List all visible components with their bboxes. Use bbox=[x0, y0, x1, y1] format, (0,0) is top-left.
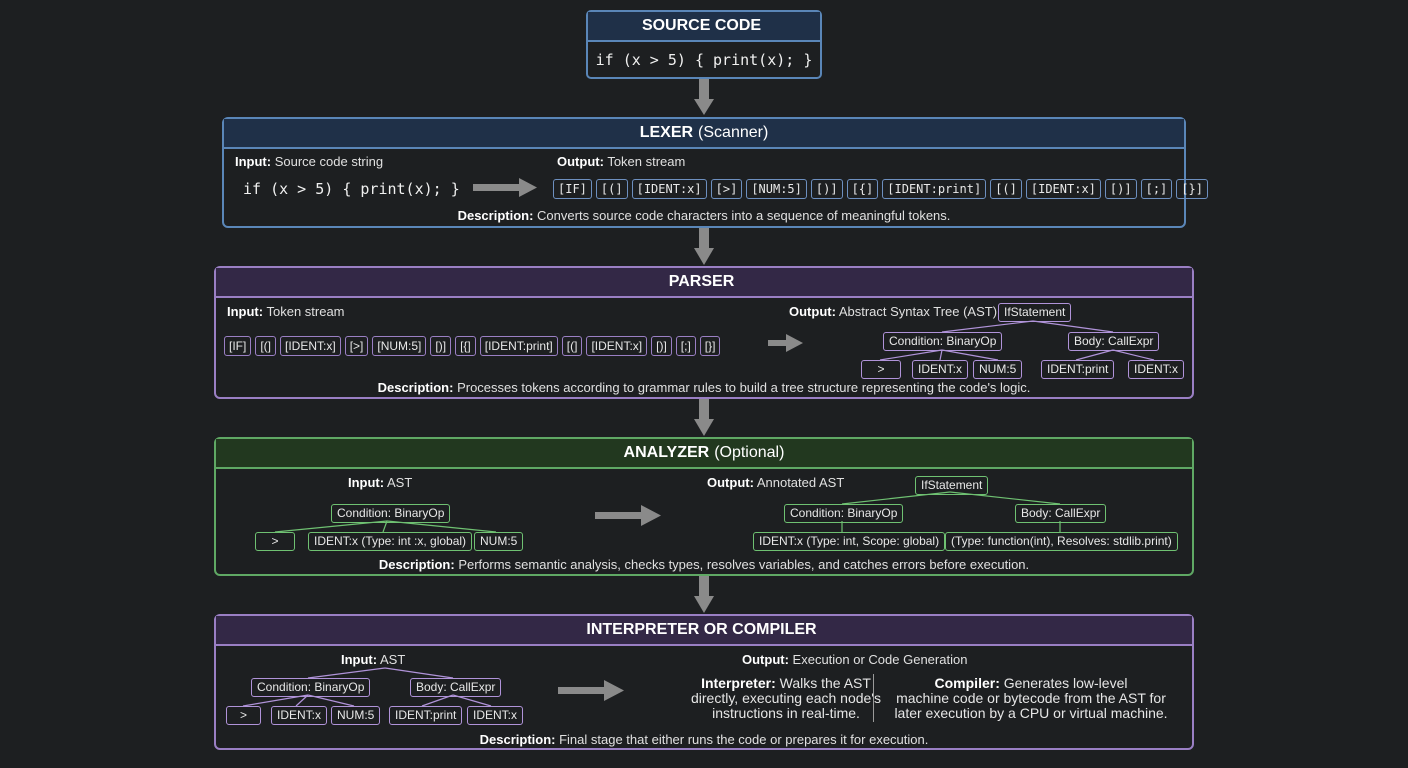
token: [(] bbox=[255, 336, 277, 356]
analyzer-out-node-condition: Condition: BinaryOp bbox=[784, 504, 904, 523]
parser-node-gt: > bbox=[861, 360, 901, 379]
parser-token-stream: [IF][(][IDENT:x][>][NUM:5][)][{][IDENT:p… bbox=[224, 336, 721, 356]
parser-title: PARSER bbox=[216, 268, 1192, 298]
analyzer-output-label: Output: Annotated AST bbox=[707, 475, 845, 490]
token: [{] bbox=[846, 179, 879, 199]
interp-node-body: Body: CallExpr bbox=[410, 678, 502, 697]
analyzer-in-node-num5: NUM:5 bbox=[474, 532, 524, 551]
interpreter-compiler-title: INTERPRETER OR COMPILER bbox=[216, 616, 1192, 646]
token: [IDENT:print] bbox=[882, 179, 987, 199]
parser-node-num5: NUM:5 bbox=[973, 360, 1023, 379]
output-divider bbox=[873, 674, 874, 722]
token: [IDENT:x] bbox=[280, 336, 341, 356]
analyzer-input-label: Input: AST bbox=[348, 475, 413, 490]
token: [NUM:5] bbox=[372, 336, 427, 356]
lexer-token-stream: [IF][(][IDENT:x][>][NUM:5][)][{][IDENT:p… bbox=[553, 179, 1208, 199]
interpreter-compiler-panel: INTERPRETER OR COMPILER Input: AST Outpu… bbox=[214, 614, 1194, 750]
analyzer-panel: ANALYZER(Optional) Input: AST Output: An… bbox=[214, 437, 1194, 576]
token: [}] bbox=[1176, 179, 1208, 199]
source-code-title: SOURCE CODE bbox=[588, 12, 820, 42]
token: [}] bbox=[699, 336, 721, 356]
analyzer-description: Description: Performs semantic analysis,… bbox=[378, 557, 1030, 572]
interp-node-gt: > bbox=[226, 706, 261, 725]
parser-node-identx2: IDENT:x bbox=[1128, 360, 1185, 379]
lexer-title: LEXER(Scanner) bbox=[224, 119, 1184, 149]
interp-node-identx2: IDENT:x bbox=[467, 706, 524, 725]
analyzer-in-node-gt: > bbox=[255, 532, 295, 551]
parser-description: Description: Processes tokens according … bbox=[377, 380, 1031, 395]
parser-output-label: Output: Abstract Syntax Tree (AST) bbox=[789, 304, 998, 319]
interpreter-text: Interpreter: Walks the AST directly, exe… bbox=[691, 675, 881, 721]
analyzer-title: ANALYZER(Optional) bbox=[216, 439, 1192, 469]
interp-input-label: Input: AST bbox=[341, 652, 406, 667]
interp-output-label: Output: Execution or Code Generation bbox=[742, 652, 968, 667]
parser-node-identprint: IDENT:print bbox=[1041, 360, 1115, 379]
token: [IDENT:x] bbox=[631, 179, 707, 199]
parser-node-condition: Condition: BinaryOp bbox=[883, 332, 1003, 351]
token: [;] bbox=[675, 336, 696, 356]
token: [IDENT:print] bbox=[479, 336, 558, 356]
token: [)] bbox=[651, 336, 672, 356]
token: [)] bbox=[430, 336, 452, 356]
token: [NUM:5] bbox=[746, 179, 807, 199]
token: [(] bbox=[990, 179, 1022, 199]
token: [{] bbox=[455, 336, 476, 356]
analyzer-out-node-ifstatement: IfStatement bbox=[915, 476, 989, 495]
interp-node-identprint: IDENT:print bbox=[389, 706, 463, 725]
lexer-source-code: if (x > 5) { print(x); } bbox=[243, 180, 460, 198]
parser-input-label: Input: Token stream bbox=[227, 304, 345, 319]
lexer-description: Description: Converts source code charac… bbox=[457, 208, 951, 223]
parser-node-identx: IDENT:x bbox=[912, 360, 969, 379]
parser-node-ifstatement: IfStatement bbox=[998, 303, 1072, 322]
source-code-panel: SOURCE CODE if (x > 5) { print(x); } bbox=[586, 10, 822, 79]
lexer-input-label: Input: Source code string bbox=[235, 154, 384, 169]
analyzer-out-node-body: Body: CallExpr bbox=[1015, 504, 1107, 523]
analyzer-out-node-call: (Type: function(int), Resolves: stdlib.p… bbox=[945, 532, 1178, 551]
token: [>] bbox=[710, 179, 743, 199]
token: [IDENT:x] bbox=[1025, 179, 1101, 199]
analyzer-out-node-identx: IDENT:x (Type: int, Scope: global) bbox=[753, 532, 946, 551]
interp-node-num5: NUM:5 bbox=[331, 706, 381, 725]
compiler-text: Compiler: Generates low-level machine co… bbox=[894, 675, 1168, 721]
source-code-text: if (x > 5) { print(x); } bbox=[595, 51, 813, 69]
lexer-panel: LEXER(Scanner) Input: Source code string… bbox=[222, 117, 1208, 228]
token: [)] bbox=[810, 179, 843, 199]
token: [(] bbox=[595, 179, 628, 199]
interp-node-condition: Condition: BinaryOp bbox=[251, 678, 371, 697]
token: [;] bbox=[1140, 179, 1173, 199]
lexer-output-label: Output: Token stream bbox=[557, 154, 686, 169]
parser-node-body: Body: CallExpr bbox=[1068, 332, 1160, 351]
parser-panel: PARSER Input: Token stream [IF][(][IDENT… bbox=[214, 266, 1194, 399]
token: [(] bbox=[561, 336, 583, 356]
analyzer-in-node-condition: Condition: BinaryOp bbox=[331, 504, 451, 523]
analyzer-in-node-identx: IDENT:x (Type: int :x, global) bbox=[308, 532, 473, 551]
interp-description: Description: Final stage that either run… bbox=[479, 732, 929, 747]
token: [)] bbox=[1104, 179, 1137, 199]
token: [IF] bbox=[224, 336, 252, 356]
token: [IF] bbox=[553, 179, 592, 199]
token: [IDENT:x] bbox=[586, 336, 648, 356]
token: [>] bbox=[344, 336, 369, 356]
interp-node-identx: IDENT:x bbox=[271, 706, 328, 725]
